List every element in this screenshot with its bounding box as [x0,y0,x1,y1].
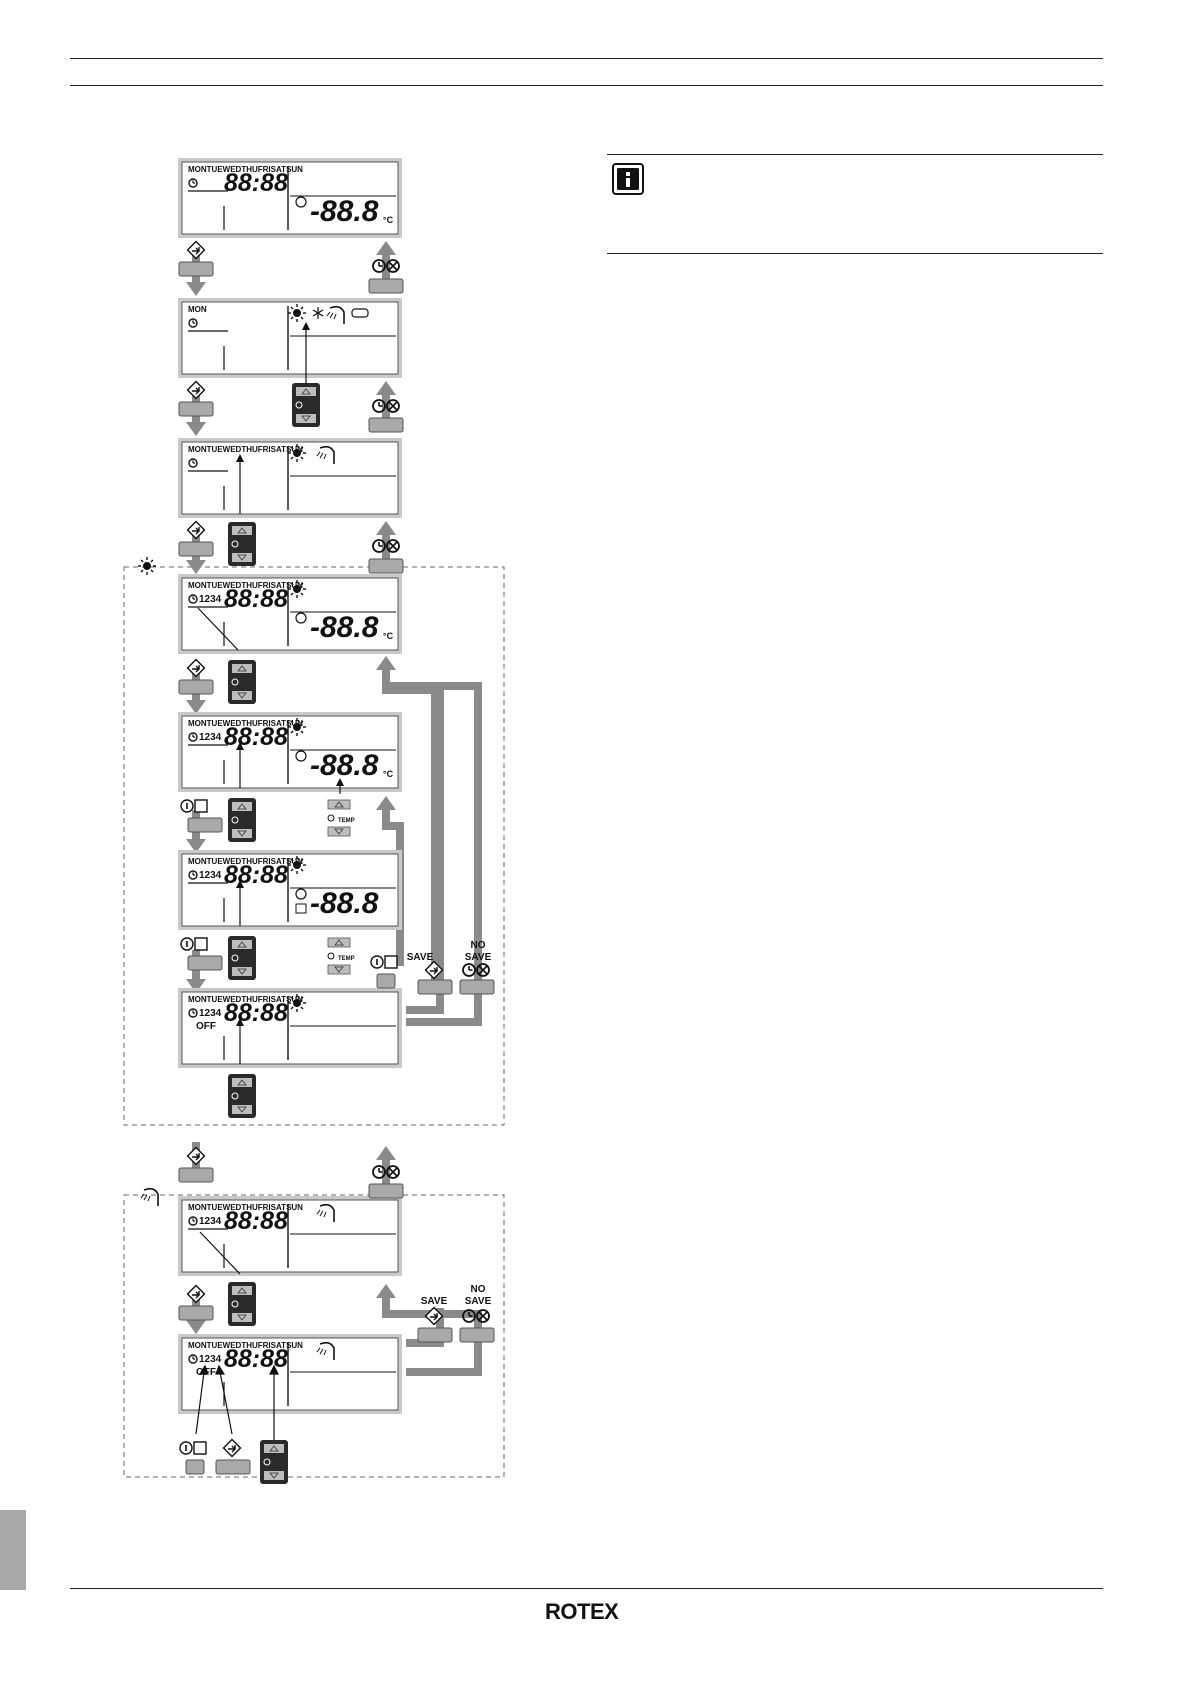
no-save-button[interactable] [459,979,495,995]
svg-text:1234: 1234 [199,1354,222,1365]
svg-text:1234: 1234 [199,1216,222,1227]
bottom-rule [70,1588,1103,1589]
holiday-icon [351,308,369,318]
timer-button[interactable] [291,382,321,428]
flow-arrows-right [376,241,396,1184]
heating-program-group [123,566,505,1126]
thermometer-icon [295,196,307,208]
no-save-button[interactable] [459,1327,495,1343]
auto-button[interactable] [376,973,396,989]
svg-text:SAVE: SAVE [465,1296,492,1307]
svg-text:MONTUEWEDTHUFRISATSUN: MONTUEWEDTHUFRISATSUN [188,445,303,454]
dhw-program-group [123,1194,505,1478]
day-label-mon: MON [188,305,207,314]
save-button[interactable] [417,979,453,995]
save-button[interactable] [417,1327,453,1343]
thermometer-auto-icon [370,955,398,969]
timer-button[interactable] [227,797,257,843]
svg-text:MONTUEWEDTHUFRISATSUN: MONTUEWEDTHUFRISATSUN [188,1203,303,1212]
save-label: SAVE [407,952,434,963]
lcd-panel-8: MONTUEWEDTHUFRISATSUN 1234 88:88 [177,1195,403,1277]
save-label-2: SAVE [465,952,492,963]
temperature-display: -88.8 [310,195,379,228]
info-icon [612,163,644,195]
svg-text:MONTUEWEDTHUFRISATSUN: MONTUEWEDTHUFRISATSUN [188,857,303,866]
svg-text:88:88: 88:88 [224,861,288,889]
svg-text:MONTUEWEDTHUFRISATSUN: MONTUEWEDTHUFRISATSUN [188,995,303,1004]
top-rule-1 [70,58,1103,59]
timer-button[interactable] [227,659,257,705]
info-note-box [607,154,1103,254]
time-display: 88:88 [224,169,288,197]
svg-text:1234: 1234 [199,1008,222,1019]
svg-text:-88.8: -88.8 [310,887,379,920]
lcd-panel-2: MON [177,297,403,379]
lcd-panel-4: MONTUEWEDTHUFRISATSUN 1234 88:88 -88.8 °… [177,573,403,655]
svg-text:1234: 1234 [199,870,222,881]
svg-text:88:88: 88:88 [224,723,288,751]
side-tab [0,1510,26,1590]
svg-text:88:88: 88:88 [224,1345,288,1373]
temp-label: TEMP [338,818,355,824]
svg-text:88:88: 88:88 [224,999,288,1027]
rotex-logo: ROTEX [545,1599,619,1624]
timer-button[interactable] [259,1439,289,1485]
snowflake-icon [312,307,324,319]
day-labels: MONTUEWEDTHUFRISATSUN [188,165,303,174]
timer-button[interactable] [227,1073,257,1119]
svg-text:°C: °C [383,769,394,779]
return-paths [382,668,482,1376]
svg-text:NO: NO [471,1284,486,1295]
thermometer-auto-icon [179,1441,207,1455]
lcd-panel-5: MONTUEWEDTHUFRISATSUN 1234 88:88 -88.8 °… [177,711,403,794]
enter-button[interactable] [215,1459,251,1475]
timer-button[interactable] [227,1281,257,1327]
svg-text:°C: °C [383,631,394,641]
auto-button[interactable] [185,1459,205,1475]
timer-button[interactable] [227,521,257,567]
svg-text:1234: 1234 [199,732,222,743]
lcd-panel-7: MONTUEWEDTHUFRISATSUN 1234 OFF 88:88 [177,987,403,1069]
sun-icon [137,556,157,576]
lcd-panel-9: MONTUEWEDTHUFRISATSUN 1234 OFF 88:88 [177,1333,403,1415]
timer-button[interactable] [227,935,257,981]
svg-text:SAVE: SAVE [421,1296,448,1307]
lcd-panel-3: MONTUEWEDTHUFRISATSUN [177,437,403,519]
svg-text:MONTUEWEDTHUFRISATSUN: MONTUEWEDTHUFRISATSUN [188,1341,303,1350]
thermometer-auto-icon [180,937,208,951]
lcd-panel-6: MONTUEWEDTHUFRISATSUN 1234 88:88 -88.8 [177,849,403,931]
svg-text:MONTUEWEDTHUFRISATSUN: MONTUEWEDTHUFRISATSUN [188,581,303,590]
svg-text:-88.8: -88.8 [310,749,379,782]
svg-text:MONTUEWEDTHUFRISATSUN: MONTUEWEDTHUFRISATSUN [188,719,303,728]
auto-button[interactable] [187,955,223,971]
svg-text:88:88: 88:88 [224,1207,288,1235]
svg-text:88:88: 88:88 [224,585,288,613]
unit-label: °C [383,215,394,225]
svg-text:TEMP: TEMP [338,956,355,962]
lcd-panel-1: MONTUEWEDTHUFRISATSUN 88:88 -88.8 °C [177,157,403,239]
top-rule-2 [70,85,1103,86]
no-label: NO [471,940,486,951]
enter-icon [222,1438,242,1458]
auto-button[interactable] [187,817,223,833]
off-label: OFF [196,1021,216,1032]
svg-text:-88.8: -88.8 [310,611,379,644]
program-number: 1234 [199,594,222,605]
shower-icon [140,1187,159,1207]
